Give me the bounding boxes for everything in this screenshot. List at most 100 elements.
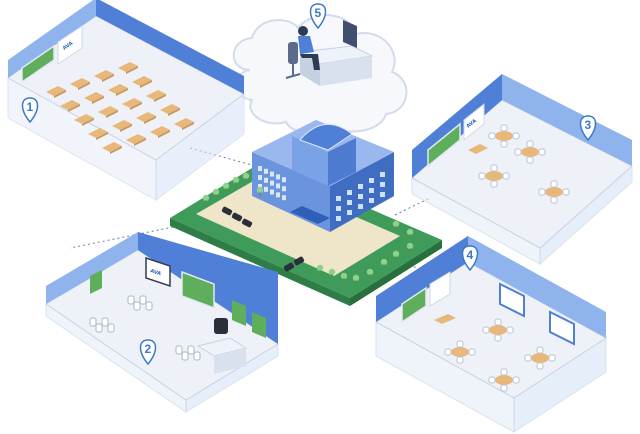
robot-camera <box>214 318 228 334</box>
student-desk <box>84 92 104 102</box>
round-table <box>531 353 549 363</box>
room2-poster-right <box>232 300 246 326</box>
window <box>347 190 352 195</box>
chair <box>514 148 522 156</box>
room2-back-wall <box>46 232 138 304</box>
room-1-classroom: AVA <box>7 0 245 201</box>
marker-1-pin[interactable]: 1 <box>21 97 39 124</box>
chair <box>89 317 97 327</box>
room3-right-wall <box>539 164 633 266</box>
room1-desk-grid <box>46 62 194 154</box>
desk-edge <box>110 146 122 154</box>
desk-edge <box>102 74 114 82</box>
window <box>358 204 363 209</box>
window <box>264 177 268 183</box>
location-markers: 1 2 3 4 5 <box>21 3 597 366</box>
car <box>221 206 233 216</box>
chair <box>478 172 486 180</box>
window <box>358 194 363 199</box>
office-chair <box>288 42 298 64</box>
cloud-office <box>232 14 408 135</box>
main-building-side <box>330 152 394 232</box>
desk-edge <box>154 94 166 102</box>
chair <box>482 326 490 334</box>
room1-chalkboard <box>21 44 55 84</box>
campus-plaza <box>196 176 400 276</box>
tree <box>202 194 210 202</box>
desk-edge <box>126 66 138 74</box>
desk-edge <box>106 110 118 118</box>
chair <box>500 140 508 148</box>
round-table <box>451 347 469 357</box>
desk-edge <box>68 104 80 112</box>
chair <box>550 180 558 188</box>
student-desk <box>122 98 142 108</box>
chair <box>538 188 546 196</box>
round-table <box>545 187 563 197</box>
car <box>241 218 253 228</box>
desk-edge <box>182 122 194 130</box>
marker-5-label: 5 <box>315 6 322 20</box>
window <box>282 195 286 201</box>
student-desk <box>88 128 108 138</box>
room1-side-wall <box>96 0 244 94</box>
chair <box>488 132 496 140</box>
room3-screen <box>463 102 485 142</box>
marker-4-pin[interactable]: 4 <box>461 245 479 272</box>
chair <box>506 326 514 334</box>
chair <box>468 348 476 356</box>
marker-3-label: 3 <box>585 118 592 132</box>
room4-screen <box>429 271 451 307</box>
window <box>270 171 274 177</box>
window <box>369 178 374 183</box>
desk-edge <box>92 96 104 104</box>
car <box>293 256 305 266</box>
window <box>276 183 280 189</box>
chair <box>490 164 498 172</box>
car <box>283 262 295 272</box>
marker-1-label: 1 <box>27 100 34 114</box>
window <box>258 166 262 171</box>
chair <box>145 301 153 311</box>
marker-3-pin[interactable]: 3 <box>579 115 597 142</box>
room3-side-wall <box>502 74 632 166</box>
student-desk <box>102 142 122 152</box>
window <box>270 180 274 186</box>
room2-poster <box>90 270 102 294</box>
chair <box>524 354 532 362</box>
round-table <box>495 131 513 141</box>
marker-2-pin[interactable]: 2 <box>139 339 157 366</box>
chair <box>562 188 570 196</box>
room1-screen-logo: AVA <box>62 40 75 51</box>
tree <box>340 272 348 280</box>
chair <box>133 301 141 311</box>
chair <box>175 345 183 355</box>
marker-5-pin[interactable]: 5 <box>309 3 327 30</box>
room4-right-wall <box>513 337 607 433</box>
tree <box>316 264 324 272</box>
window <box>347 210 352 215</box>
window <box>276 192 280 198</box>
building-windows <box>258 166 385 221</box>
room4-side-wall <box>468 236 606 338</box>
chair <box>488 376 496 384</box>
tower-front <box>292 136 328 186</box>
room2-poster-right-2 <box>252 312 266 338</box>
room-3-classroom: AVA <box>411 74 633 266</box>
student-desk <box>126 134 146 144</box>
chair <box>536 346 544 354</box>
room4-cabinet <box>434 314 456 324</box>
desk-edge <box>168 108 180 116</box>
room4-display-2 <box>549 310 575 346</box>
chair <box>95 323 103 333</box>
student-desk <box>98 106 118 116</box>
room2-screen-logo: AVA <box>149 268 161 277</box>
window <box>380 182 385 187</box>
desk-edge <box>120 124 132 132</box>
desk-edge <box>144 116 156 124</box>
tree <box>242 172 250 180</box>
campus-center <box>170 120 442 306</box>
chair <box>536 362 544 370</box>
tree <box>406 242 414 250</box>
